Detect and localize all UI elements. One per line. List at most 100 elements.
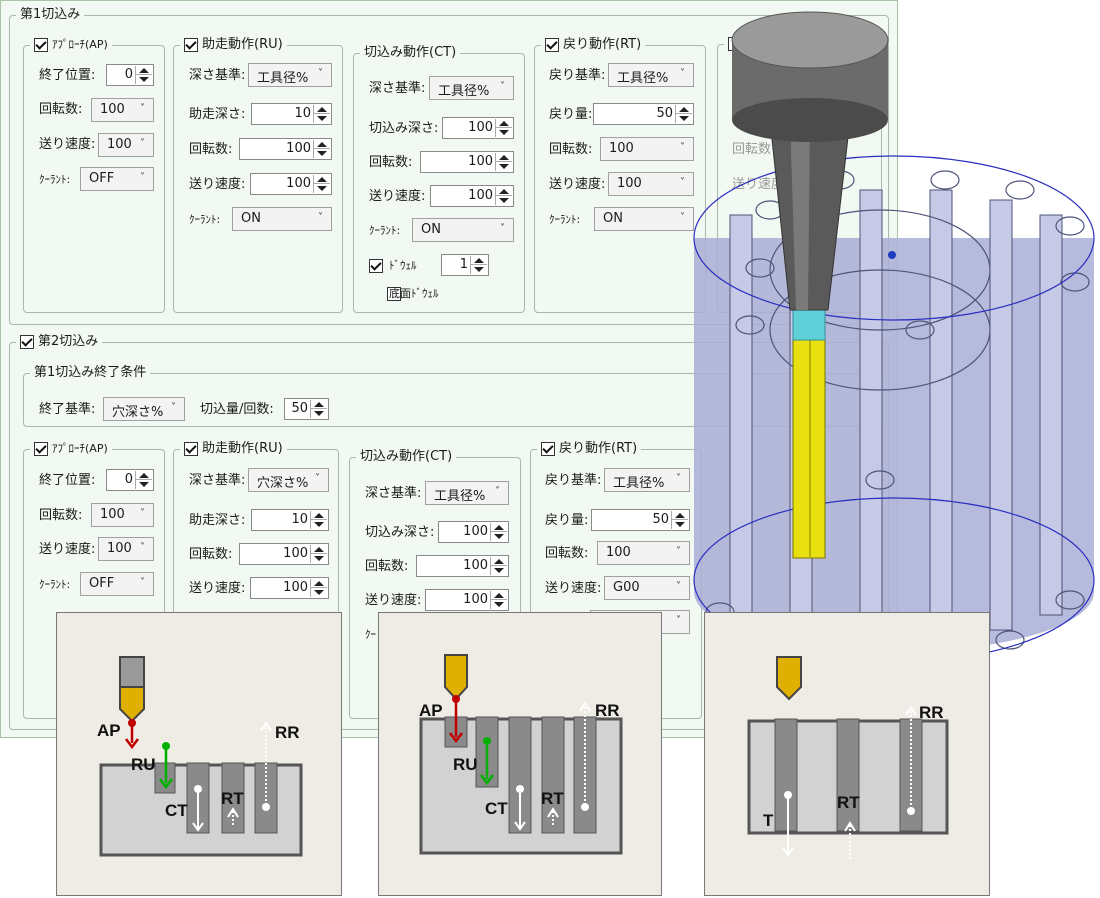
spin-updown-icon[interactable] <box>490 591 507 609</box>
second-rt-retamount-stepper[interactable]: 50 <box>591 509 690 531</box>
chevron-down-icon: ˅ <box>495 486 500 497</box>
second-ru-runup-label: 助走深さ: <box>189 513 246 528</box>
first-ap-rpm-select[interactable]: 100˅ <box>91 98 154 122</box>
first-ct-feed-stepper[interactable]: 100 <box>430 185 514 207</box>
spin-updown-icon[interactable] <box>135 66 152 84</box>
second-ap-end-stepper[interactable]: 0 <box>106 469 154 491</box>
second-cut-title: 第2切込み <box>38 334 99 349</box>
first-ct-cutdepth-stepper[interactable]: 100 <box>442 117 514 139</box>
first-rt-feed-select[interactable]: 100˅ <box>608 172 694 196</box>
first-ap-feed-select[interactable]: 100˅ <box>98 133 154 157</box>
second-rt-checkbox-icon[interactable] <box>541 442 555 456</box>
first-rt-retamount-label: 戻り量: <box>549 107 593 122</box>
spin-updown-icon[interactable] <box>470 256 487 274</box>
chevron-down-icon: ˅ <box>140 542 145 553</box>
second-rt-feed-select[interactable]: G00˅ <box>604 576 690 600</box>
diagram-2-ct-label: CT <box>485 799 508 818</box>
second-ru-checkbox-icon[interactable] <box>184 442 198 456</box>
spin-updown-icon[interactable] <box>313 105 330 123</box>
second-ap-coolant-select[interactable]: OFF˅ <box>80 572 154 596</box>
first-ru-coolant-select[interactable]: ON˅ <box>232 207 332 231</box>
spin-updown-icon[interactable] <box>310 400 327 418</box>
first-ct-bottom-dwell-checkbox-icon[interactable] <box>387 286 402 301</box>
spin-updown-icon[interactable] <box>490 557 507 575</box>
second-ap-checkbox-icon[interactable] <box>34 442 48 456</box>
spin-updown-icon[interactable] <box>495 187 512 205</box>
cut-amount-stepper[interactable]: 50 <box>284 398 329 420</box>
second-rt-title: 戻り動作(RT) <box>559 441 638 456</box>
second-ct-rpm-stepper[interactable]: 100 <box>416 555 509 577</box>
first-cut-title: 第1切込み <box>20 7 81 22</box>
first-ru-runup-label: 助走深さ: <box>189 107 246 122</box>
spin-updown-icon[interactable] <box>675 105 692 123</box>
second-ct-cutdepth-stepper[interactable]: 100 <box>438 521 509 543</box>
first-rt-rpm-label: 回転数: <box>549 142 593 157</box>
spin-updown-icon[interactable] <box>495 119 512 137</box>
end-ref-value: 穴深さ% <box>112 405 164 420</box>
second-ru-depthref-select[interactable]: 穴深さ%˅ <box>248 468 329 492</box>
second-ct-feed-stepper[interactable]: 100 <box>425 589 509 611</box>
spin-updown-icon[interactable] <box>310 511 327 529</box>
chevron-down-icon: ˅ <box>171 402 176 413</box>
second-ru-rpm-value: 100 <box>283 546 308 561</box>
second-ap-rpm-select[interactable]: 100˅ <box>91 503 154 527</box>
spin-updown-icon[interactable] <box>310 545 327 563</box>
second-ct-feed-value: 100 <box>463 592 488 607</box>
first-rt-retref-value: 工具径% <box>617 71 669 86</box>
diagram-card-3: T RT RR <box>704 612 990 896</box>
second-ct-title: 切込み動作(CT) <box>360 449 453 464</box>
first-ru-rpm-stepper[interactable]: 100 <box>239 138 332 160</box>
chevron-down-icon: ˅ <box>676 473 681 484</box>
first-ap-checkbox-icon[interactable] <box>34 38 48 52</box>
first-ru-checkbox-icon[interactable] <box>184 38 198 52</box>
first-ct-dwell-checkbox-icon[interactable] <box>369 258 383 273</box>
first-rr-feed-label: 送り速度 <box>732 177 785 192</box>
first-ct-rpm-stepper[interactable]: 100 <box>420 151 514 173</box>
first-rt-retamount-stepper[interactable]: 50 <box>593 103 694 125</box>
spin-updown-icon[interactable] <box>495 153 512 171</box>
second-ru-rpm-stepper[interactable]: 100 <box>239 543 329 565</box>
first-rt-rpm-select[interactable]: 100˅ <box>600 137 694 161</box>
second-ct-cutdepth-value: 100 <box>463 524 488 539</box>
first-ru-depthref-select[interactable]: 工具径%˅ <box>248 63 332 87</box>
second-ru-runup-stepper[interactable]: 10 <box>251 509 329 531</box>
first-ct-depthref-label: 深さ基準: <box>369 81 426 96</box>
second-rt-rpm-select[interactable]: 100˅ <box>597 541 690 565</box>
first-ct-cutdepth-value: 100 <box>468 120 493 135</box>
first-ct-title: 切込み動作(CT) <box>364 45 457 60</box>
first-ru-feed-stepper[interactable]: 100 <box>250 173 332 195</box>
first-ap-title: ｱﾌﾟﾛｰﾁ(AP) <box>52 38 108 51</box>
first-ru-coolant-label: ｸｰﾗﾝﾄ: <box>189 213 221 226</box>
first-rt-checkbox-icon[interactable] <box>545 38 559 52</box>
spin-updown-icon[interactable] <box>313 140 330 158</box>
first-ct-depthref-select[interactable]: 工具径%˅ <box>429 76 514 100</box>
first-rt-retref-select[interactable]: 工具径%˅ <box>608 63 694 87</box>
first-rt-coolant-select[interactable]: ON˅ <box>594 207 694 231</box>
spin-updown-icon[interactable] <box>490 523 507 541</box>
spin-updown-icon[interactable] <box>310 579 327 597</box>
chevron-down-icon: ˅ <box>500 81 505 92</box>
first-ru-runup-stepper[interactable]: 10 <box>251 103 332 125</box>
second-ct-depthref-select[interactable]: 工具径%˅ <box>425 481 509 505</box>
second-ru-rpm-label: 回転数: <box>189 547 233 562</box>
second-ap-feed-select[interactable]: 100 ˅ <box>98 537 154 561</box>
second-cut-checkbox-icon[interactable] <box>20 335 34 349</box>
end-ref-select[interactable]: 穴深さ% ˅ <box>103 397 185 421</box>
chevron-down-icon: ˅ <box>676 581 681 592</box>
second-ru-feed-stepper[interactable]: 100 <box>250 577 329 599</box>
chevron-down-icon: ˅ <box>140 172 145 183</box>
first-ap-end-stepper[interactable]: 0 <box>106 64 154 86</box>
spin-updown-icon[interactable] <box>671 511 688 529</box>
first-ct-coolant-select[interactable]: ON˅ <box>412 218 514 242</box>
spin-updown-icon[interactable] <box>313 175 330 193</box>
diagram-2-graphic <box>419 654 623 855</box>
first-ru-coolant-value: ON <box>241 211 261 226</box>
first-ap-feed-value: 100 <box>107 137 132 152</box>
diagram-1-rt-label: RT <box>221 789 244 808</box>
spin-updown-icon[interactable] <box>135 471 152 489</box>
first-ap-coolant-select[interactable]: OFF˅ <box>80 167 154 191</box>
second-rt-retref-select[interactable]: 工具径%˅ <box>604 468 690 492</box>
second-ap-feed-value: 100 <box>107 541 132 556</box>
first-ct-dwell-stepper[interactable]: 1 <box>441 254 489 276</box>
second-ct-cutdepth-label: 切込み深さ: <box>365 525 435 540</box>
